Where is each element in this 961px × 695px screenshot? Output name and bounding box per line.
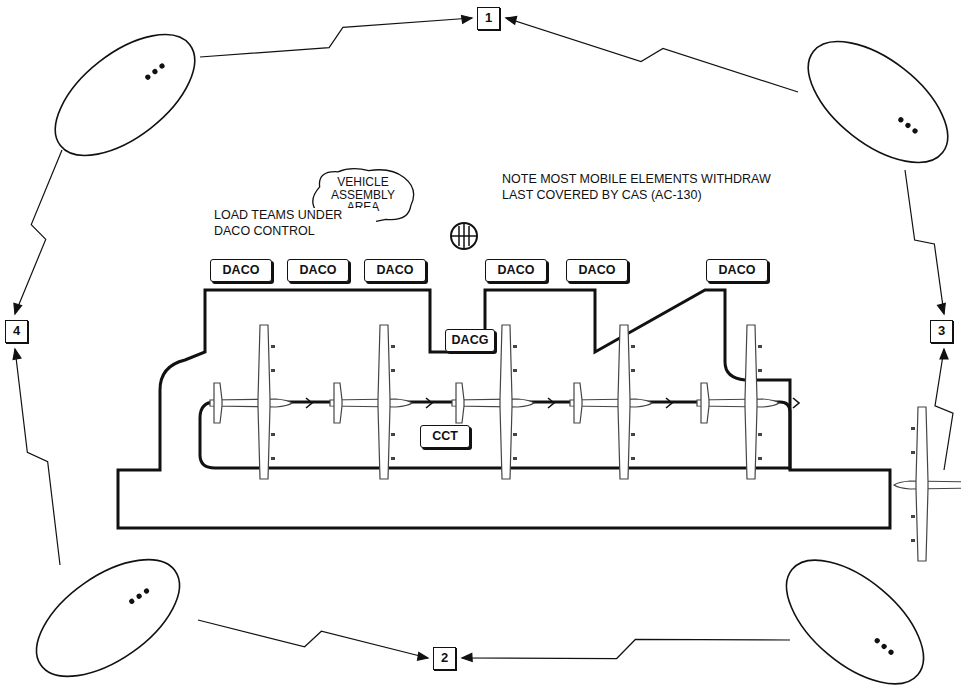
radio-link [198, 620, 428, 658]
radio-link [462, 639, 790, 658]
element-dot [880, 643, 887, 650]
link-arrowhead [506, 17, 517, 25]
aircraft [570, 325, 652, 479]
element-dot [887, 649, 894, 656]
element-dot [158, 62, 165, 69]
taxi-direction [548, 398, 554, 408]
team-box: DACO [210, 259, 272, 282]
element-dot [136, 593, 143, 600]
element-dot [151, 68, 158, 75]
node-label: DACO [377, 264, 414, 278]
node-label: DACO [579, 264, 616, 278]
element-dot [897, 116, 904, 123]
taxi-direction [666, 398, 672, 408]
node-label: DACG [452, 334, 489, 348]
radio-link [15, 349, 60, 565]
team-box: DACO [287, 259, 349, 282]
team-box: CCT [420, 425, 470, 448]
taxi-direction [793, 398, 799, 408]
radio-link [15, 150, 62, 314]
link-arrowhead [938, 303, 946, 314]
aircraft [894, 407, 961, 561]
callout-text: 4 [13, 324, 20, 338]
taxi-direction [426, 398, 432, 408]
radio-link [506, 18, 798, 92]
link-arrowhead [462, 15, 472, 23]
team-box: DACO [364, 259, 426, 282]
element-dot [128, 598, 135, 605]
callout-number: 2 [433, 647, 456, 670]
link-arrowhead [13, 349, 21, 360]
element-dot [874, 637, 881, 644]
link-arrowhead [14, 303, 22, 314]
callout-text: 3 [938, 324, 945, 338]
callout-number: 1 [477, 7, 500, 30]
node-label: DACO [300, 264, 337, 278]
team-box: DACO [566, 259, 628, 282]
callout-number: 3 [930, 320, 953, 343]
link-arrowhead [940, 349, 948, 359]
node-label: DACO [719, 264, 756, 278]
aircraft [210, 325, 292, 479]
aircraft [697, 325, 779, 479]
taxi-direction [306, 398, 312, 408]
radio-link [935, 349, 953, 470]
team-box: DACO [485, 259, 547, 282]
radio-link [905, 170, 944, 314]
callout-number: 4 [5, 320, 28, 343]
callout-text: 1 [485, 11, 492, 25]
callout-text: 2 [441, 651, 448, 665]
element-dot [911, 127, 918, 134]
link-arrowhead [462, 653, 472, 661]
node-label: DACO [223, 264, 260, 278]
element-dot [143, 587, 150, 594]
aircraft [330, 325, 412, 479]
element-dot [904, 122, 911, 129]
team-box: DACO [706, 259, 768, 282]
team-box: DACG [445, 329, 496, 352]
load-teams-label: LOAD TEAMS UNDER DACO CONTROL [212, 208, 376, 239]
node-label: CCT [432, 430, 458, 444]
link-arrowhead [417, 652, 428, 660]
note-text: NOTE MOST MOBILE ELEMENTS WITHDRAW LAST … [500, 172, 804, 203]
element-dot [144, 73, 151, 80]
radio-link [200, 18, 472, 57]
airfield-outline [118, 290, 890, 528]
node-label: DACO [498, 264, 535, 278]
